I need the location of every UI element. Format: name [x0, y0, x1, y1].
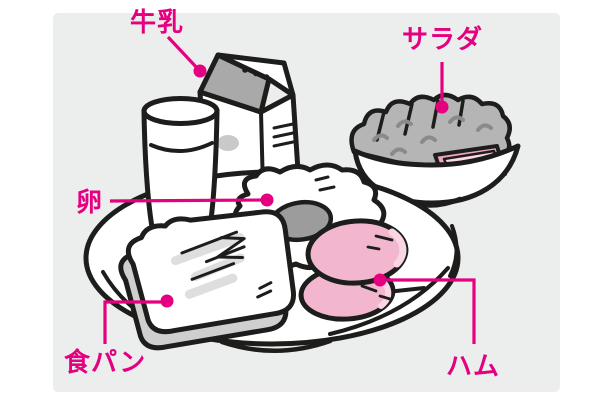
bread-callout — [103, 294, 174, 344]
ham-slices-icon — [298, 218, 409, 322]
egg-callout — [109, 193, 274, 207]
salad-callout — [435, 62, 449, 114]
callout-lines — [103, 35, 476, 344]
label-ham: ハム — [446, 351, 501, 381]
salad-bowl-icon — [349, 92, 521, 208]
milk-glass-icon — [141, 96, 220, 249]
label-milk: 牛乳 — [130, 7, 185, 37]
ham-callout — [373, 273, 476, 344]
label-salad: サラダ — [402, 24, 484, 54]
label-bread: 食パン — [64, 347, 147, 377]
milk-callout — [166, 35, 207, 78]
label-egg: 卵 — [76, 187, 104, 217]
